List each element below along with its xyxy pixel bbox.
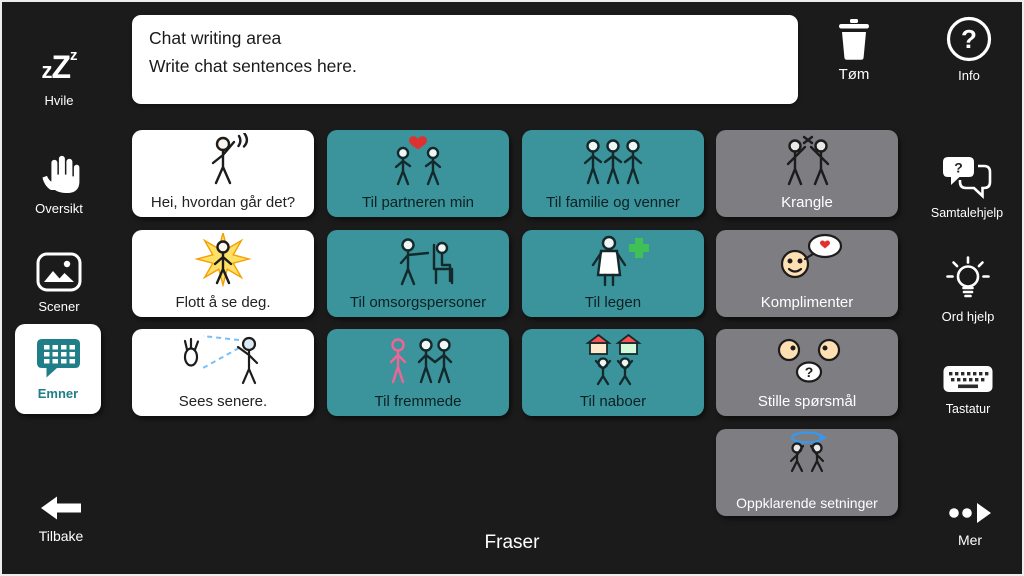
scenes-image-icon [36,252,82,292]
grid-cell-flott-a-se-deg[interactable]: Flott å se deg. [132,230,314,317]
chat-line-2: Write chat sentences here. [149,56,357,77]
two-people-cycle-arrow-icon [716,431,898,473]
person-waving-hello-icon [132,132,314,188]
more-button[interactable]: Mer [930,500,1010,548]
person-waving-goodbye-icon [132,331,314,387]
chat-help-icon: ? [941,155,993,199]
sidebar-label-hvile: Hvile [44,93,74,108]
sidebar-label-oversikt: Oversikt [35,201,83,216]
grid-cell-til-partneren-min[interactable]: Til partneren min [327,130,509,217]
grid-cell-sees-senere[interactable]: Sees senere. [132,329,314,416]
stranger-and-pair-icon [327,331,509,387]
grid-cell-til-legen[interactable]: Til legen [522,230,704,317]
sidebar-label-scener: Scener [38,299,80,314]
grid-cell-komplimenter[interactable]: Komplimenter [716,230,898,317]
lightbulb-icon [944,256,992,302]
face-with-heart-speech-bubble-icon [716,232,898,288]
page-title: Fraser [484,532,540,553]
grid-cell-til-omsorgspersoner[interactable]: Til omsorgspersoner [327,230,509,317]
sidebar-item-emner-selected[interactable]: Emner [15,324,101,414]
caregiver-with-seated-person-icon [327,232,509,288]
svg-text:?: ? [961,24,977,54]
sidebar-item-oversikt[interactable]: Oversikt [8,130,110,216]
back-button[interactable]: Tilbake [18,494,104,544]
clear-chat-label: Tøm [838,66,870,83]
doctor-with-green-cross-icon [522,232,704,288]
question-circle-icon: ? [945,15,993,63]
chat-writing-area[interactable]: Chat writing area Write chat sentences h… [132,15,798,104]
grid-cell-stille-sporsmal[interactable]: ? Stille spørsmål [716,329,898,416]
back-arrow-icon [38,494,84,522]
grid-cell-hei-hvordan-gar-det[interactable]: Hei, hvordan går det? [132,130,314,217]
phrase-grid: Hei, hvordan går det? Til partneren min [132,130,902,520]
sidebar-label-samtalehjelp: Samtalehjelp [930,206,1004,220]
hand-icon [38,152,80,194]
sidebar-label-ordhjelp: Ord hjelp [941,309,995,324]
grid-cell-til-fremmede[interactable]: Til fremmede [327,329,509,416]
sidebar-item-scener[interactable]: Scener [8,228,110,314]
clear-chat-button[interactable]: Tøm [820,19,888,83]
back-label: Tilbake [38,528,84,544]
sidebar-item-samtalehjelp[interactable]: ? Samtalehjelp [912,134,1022,220]
family-group-icon [522,132,704,188]
two-people-arguing-icon [716,132,898,188]
trash-icon [837,19,871,61]
svg-text:?: ? [954,160,963,176]
neighbors-with-houses-icon [522,331,704,387]
chat-line-1: Chat writing area [149,28,282,48]
person-with-sunburst-icon [132,232,314,288]
two-faces-question-bubble-icon: ? [716,331,898,387]
more-dots-arrow-icon [947,500,993,526]
grid-cell-krangle[interactable]: Krangle [716,130,898,217]
info-label: Info [958,68,980,83]
sidebar-item-tastatur[interactable]: Tastatur [918,336,1018,416]
more-label: Mer [957,532,983,548]
grid-cell-til-familie-og-venner[interactable]: Til familie og venner [522,130,704,217]
sidebar-item-ordhjelp[interactable]: Ord hjelp [918,238,1018,324]
topics-grid-bubble-icon [34,337,82,379]
sidebar-label-emner: Emner [37,386,79,401]
svg-text:?: ? [805,364,814,380]
keyboard-icon [942,363,994,395]
couple-with-heart-icon [327,132,509,188]
sidebar-label-tastatur: Tastatur [945,402,991,416]
grid-cell-til-naboer[interactable]: Til naboer [522,329,704,416]
info-button[interactable]: ? Info [936,15,1002,83]
grid-cell-oppklarende-setninger[interactable]: Oppklarende setninger [716,429,898,516]
